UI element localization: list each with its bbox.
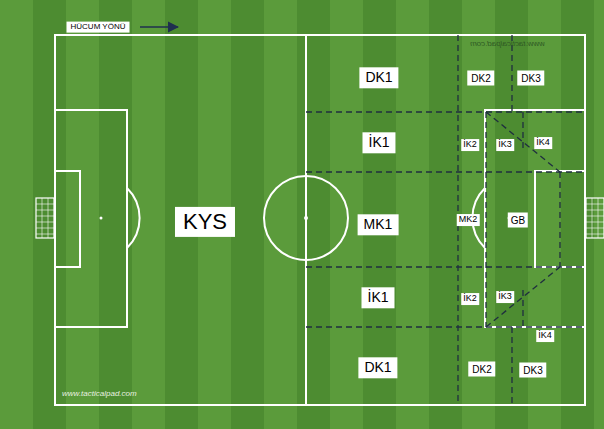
zone-label: İK3 (496, 139, 514, 151)
zone-label: İK4 (534, 137, 552, 149)
zone-label: İK2 (461, 293, 479, 305)
watermark: www.tacticalpad.com (470, 39, 545, 48)
zone-label: DK2 (467, 71, 494, 86)
zone-text: MK1 (364, 217, 393, 232)
zone-text: DK3 (523, 365, 542, 376)
zone-text: MK2 (459, 215, 478, 225)
zone-label: DK1 (358, 357, 397, 378)
zone-text: İK3 (498, 292, 512, 302)
zone-text: DK3 (521, 73, 540, 84)
zone-text: KYS (183, 210, 227, 234)
zone-text: İK2 (463, 294, 477, 304)
zone-label: DK2 (468, 362, 495, 377)
zone-text: İK2 (463, 140, 477, 150)
zone-text: DK2 (471, 73, 490, 84)
zone-label: İK3 (496, 291, 514, 303)
zone-text: DK1 (365, 70, 392, 85)
zone-label: MK2 (457, 214, 480, 226)
zone-text: İK1 (367, 290, 388, 305)
zone-text: GB (511, 215, 525, 226)
goal (36, 198, 604, 238)
zone-label: MK1 (358, 214, 399, 235)
penalty-spot (100, 217, 103, 220)
zone-text: İK4 (538, 331, 552, 341)
zone-label: İK1 (361, 287, 394, 308)
zone-label: İK1 (362, 132, 395, 153)
direction-arrow (140, 26, 178, 28)
zone-label: HÜCUM YÖNÜ (67, 22, 130, 33)
pitch-lines (55, 35, 585, 405)
centre-spot (304, 216, 308, 220)
zone-label: KYS (175, 207, 235, 237)
zone-text: İK3 (498, 140, 512, 150)
zone-label: GB (508, 213, 528, 228)
zone-text: DK2 (472, 364, 491, 375)
zone-label: İK4 (536, 330, 554, 342)
zone-label: DK3 (517, 71, 544, 86)
watermark: www.tacticalpad.com (62, 389, 137, 398)
zone-text: İK4 (536, 138, 550, 148)
zone-lines (306, 35, 585, 405)
zone-label: DK1 (359, 67, 398, 88)
zone-text: HÜCUM YÖNÜ (71, 23, 126, 32)
zone-text: İK1 (368, 135, 389, 150)
zone-label: İK2 (461, 139, 479, 151)
zone-label: DK3 (519, 363, 546, 378)
zone-text: DK1 (364, 360, 391, 375)
